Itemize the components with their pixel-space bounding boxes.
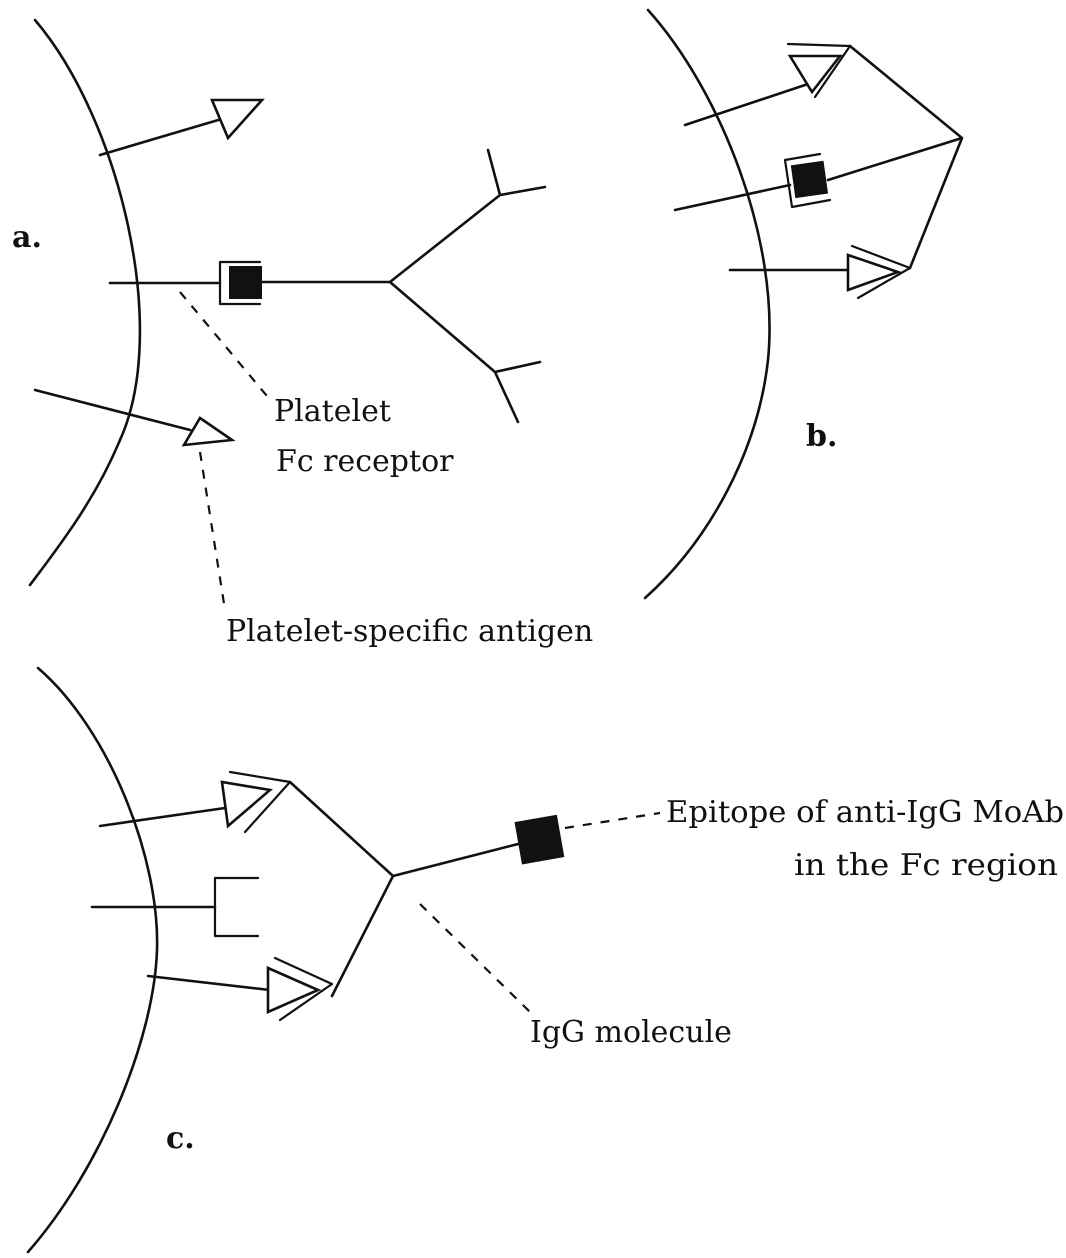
fc-region-square-b [790,160,829,199]
igg-molecule-c [288,780,524,998]
fab-cup-c-bottom [273,956,334,1022]
antigen-icon-a-top [210,98,265,141]
platelet-membrane-b [643,8,771,600]
panel-label-c: c. [166,1121,195,1156]
fc-receptor-stalk-b [673,183,792,212]
panel-label-a: a. [12,220,42,255]
antigen-icon-c-top [220,780,273,829]
panel-label-b: b. [806,419,837,454]
panel-a: a. Platelet Fc receptor Platelet-specifi… [12,18,593,649]
antigen-icon-c-bottom [266,966,322,1014]
epitope-label-line1: Epitope of anti-IgG MoAb [666,795,1064,830]
leader-epitope [564,811,661,830]
fc-receptor-label-line1: Platelet [274,394,391,429]
fc-epitope-square-c [514,814,565,865]
igg-molecule-b [826,44,964,270]
antigen-stalk-b-top [683,78,822,127]
antigen-icon-a-bottom [181,416,236,447]
platelet-membrane-a [28,18,142,587]
antigen-stalk-a-top [98,116,227,157]
fc-receptor-label-line2: Fc receptor [276,444,454,479]
epitope-label-line2: in the Fc region [794,848,1058,883]
antigen-stalk-c-top [98,806,227,828]
platelet-membrane-c [26,666,159,1254]
fc-receptor-cup-b [783,152,832,209]
antigen-icon-b-bottom [846,253,902,292]
leader-fc-receptor [179,291,273,403]
antigen-stalk-a-bottom [33,388,192,432]
panel-c: Epitope of anti-IgG MoAb in the Fc regio… [26,666,1064,1254]
antigen-stalk-c-bottom [146,974,272,992]
antigen-icon-b-top [787,54,843,95]
fc-region-square-a [229,266,262,299]
igg-arm-a-lower [388,280,542,424]
fc-receptor-cup-c [213,876,260,938]
leader-specific-antigen [198,451,227,611]
panel-b: b. [643,8,964,600]
leader-igg-molecule [419,903,531,1013]
igg-molecule-label: IgG molecule [530,1015,732,1050]
fc-receptor-cup-a [218,260,262,306]
specific-antigen-label: Platelet-specific antigen [226,614,593,649]
igg-arm-a-upper [388,148,547,284]
